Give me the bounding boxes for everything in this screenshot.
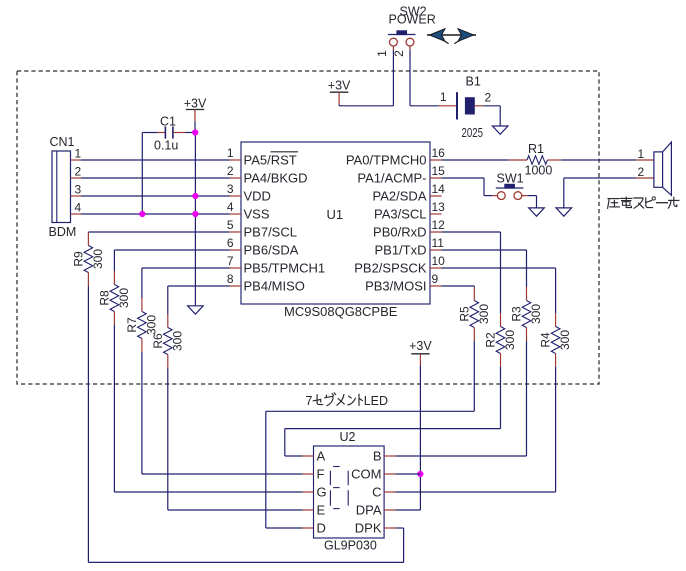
- svg-text:300: 300: [117, 288, 131, 308]
- svg-text:PA1/ACMP-: PA1/ACMP-: [357, 171, 426, 186]
- svg-text:3: 3: [75, 182, 82, 196]
- svg-text:R8: R8: [97, 290, 111, 306]
- svg-text:14: 14: [432, 182, 446, 196]
- svg-text:PA0/TPMCH0: PA0/TPMCH0: [346, 153, 427, 168]
- svg-text:12: 12: [432, 218, 446, 232]
- svg-text:PA5/RST: PA5/RST: [244, 153, 297, 168]
- svg-text:1: 1: [440, 90, 447, 104]
- svg-text:2: 2: [227, 164, 234, 178]
- svg-text:PB1/TxD: PB1/TxD: [374, 243, 426, 258]
- svg-text:VDD: VDD: [244, 189, 271, 204]
- svg-text:10: 10: [432, 254, 446, 268]
- svg-text:2: 2: [485, 91, 492, 105]
- svg-text:DPA: DPA: [356, 503, 382, 518]
- svg-text:13: 13: [432, 200, 446, 214]
- svg-text:PB7/SCL: PB7/SCL: [244, 225, 297, 240]
- svg-text:16: 16: [432, 146, 446, 160]
- svg-text:1: 1: [227, 146, 234, 160]
- svg-text:R7: R7: [125, 317, 139, 333]
- svg-text:PB4/MISO: PB4/MISO: [244, 279, 305, 294]
- svg-text:300: 300: [529, 304, 543, 324]
- svg-text:PB5/TPMCH1: PB5/TPMCH1: [244, 261, 326, 276]
- svg-text:1: 1: [638, 147, 645, 161]
- svg-text:PA3/SCL: PA3/SCL: [374, 207, 427, 222]
- svg-text:1: 1: [375, 50, 389, 57]
- svg-text:R3: R3: [510, 306, 524, 322]
- svg-text:B: B: [373, 449, 382, 464]
- svg-text:+3V: +3V: [328, 79, 351, 93]
- svg-text:POWER: POWER: [389, 13, 436, 27]
- svg-text:D: D: [317, 521, 326, 536]
- svg-text:2: 2: [392, 50, 406, 57]
- svg-text:PA4/BKGD: PA4/BKGD: [244, 171, 308, 186]
- svg-text:U1: U1: [327, 207, 344, 222]
- svg-text:2: 2: [75, 164, 82, 178]
- svg-text:B1: B1: [466, 75, 481, 89]
- svg-text:VSS: VSS: [244, 207, 270, 222]
- svg-text:R5: R5: [457, 306, 471, 322]
- svg-text:7: 7: [227, 254, 234, 268]
- svg-text:2: 2: [638, 165, 645, 179]
- svg-text:R4: R4: [539, 332, 553, 348]
- svg-text:PB0/RxD: PB0/RxD: [373, 225, 426, 240]
- svg-text:11: 11: [432, 236, 445, 250]
- svg-text:4: 4: [75, 200, 82, 214]
- svg-text:SW2: SW2: [400, 5, 427, 19]
- svg-text:BDM: BDM: [49, 225, 77, 239]
- svg-text:CN1: CN1: [50, 135, 75, 149]
- svg-text:2025: 2025: [462, 126, 484, 140]
- svg-text:15: 15: [432, 164, 446, 178]
- svg-text:F: F: [317, 467, 325, 482]
- svg-text:PB2/SPSCK: PB2/SPSCK: [354, 261, 427, 276]
- svg-text:R2: R2: [484, 332, 498, 348]
- svg-text:DPK: DPK: [355, 521, 382, 536]
- svg-text:C1: C1: [160, 115, 176, 129]
- svg-text:R6: R6: [151, 333, 165, 349]
- svg-text:E: E: [317, 503, 326, 518]
- svg-text:300: 300: [144, 315, 158, 335]
- svg-text:7: 7: [306, 394, 313, 408]
- svg-text:5: 5: [227, 218, 234, 232]
- svg-text:300: 300: [558, 330, 572, 350]
- svg-text:PA2/SDA: PA2/SDA: [373, 189, 427, 204]
- svg-text:3: 3: [227, 182, 234, 196]
- svg-text:MC9S08QG8CPBE: MC9S08QG8CPBE: [284, 304, 398, 319]
- svg-text:300: 300: [170, 331, 184, 351]
- svg-text:300: 300: [503, 330, 517, 350]
- svg-text:R9: R9: [71, 251, 85, 267]
- svg-text:8: 8: [227, 272, 234, 286]
- svg-text:PB3/MOSI: PB3/MOSI: [365, 279, 426, 294]
- svg-text:4: 4: [227, 200, 234, 214]
- svg-text:C: C: [372, 485, 381, 500]
- svg-text:G: G: [317, 485, 327, 500]
- svg-text:300: 300: [477, 304, 491, 324]
- svg-text:6: 6: [227, 236, 234, 250]
- svg-text:SW1: SW1: [497, 172, 524, 186]
- svg-text:+3V: +3V: [409, 339, 432, 353]
- svg-text:R1: R1: [528, 142, 544, 156]
- svg-text:+3V: +3V: [184, 97, 207, 111]
- svg-text:0.1u: 0.1u: [154, 139, 178, 153]
- svg-text:COM: COM: [351, 467, 381, 482]
- svg-text:A: A: [317, 449, 326, 464]
- svg-text:300: 300: [91, 249, 105, 269]
- svg-text:PB6/SDA: PB6/SDA: [244, 243, 299, 258]
- svg-text:1: 1: [75, 146, 82, 160]
- svg-text:9: 9: [432, 272, 439, 286]
- svg-text:LED: LED: [364, 394, 388, 408]
- svg-text:GL9P030: GL9P030: [324, 539, 377, 553]
- svg-text:U2: U2: [340, 430, 356, 444]
- svg-text:1000: 1000: [525, 164, 553, 178]
